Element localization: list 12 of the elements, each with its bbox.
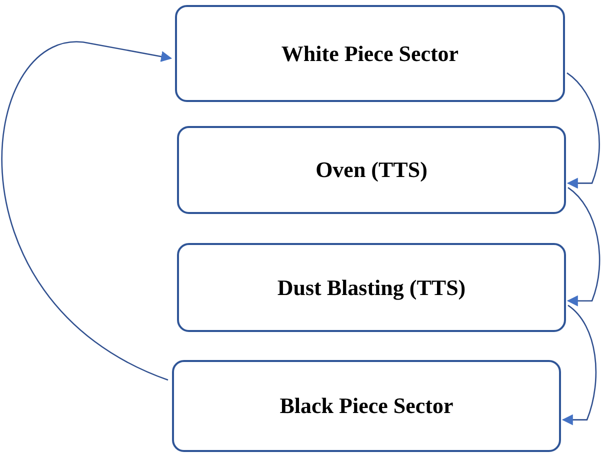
process-box [177, 126, 566, 214]
curved-arrow [562, 304, 596, 426]
box-label: Black Piece Sector [280, 393, 454, 419]
process-box [177, 243, 566, 332]
curved-arrow [566, 187, 600, 306]
box-label: Oven (TTS) [316, 157, 428, 183]
curved-arrow [2, 42, 172, 381]
process-box [172, 360, 561, 452]
curved-arrow [566, 72, 600, 189]
box-label: Dust Blasting (TTS) [277, 274, 466, 300]
box-label: White Piece Sector [281, 40, 459, 66]
process-box [175, 5, 565, 102]
